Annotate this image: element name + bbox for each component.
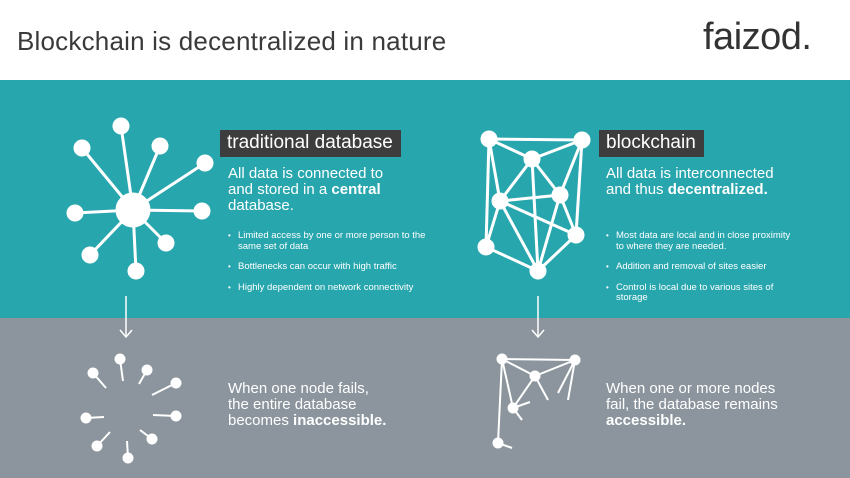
traditional-outcome: When one node fails, the entire database… bbox=[228, 381, 428, 429]
central-server-node bbox=[115, 192, 151, 228]
list-item: Most data are local and in close proximi… bbox=[606, 230, 796, 252]
client-node bbox=[112, 117, 130, 135]
traditional-database-label: traditional database bbox=[220, 130, 401, 157]
decentralized-network-diagram bbox=[477, 130, 591, 280]
brand-logo: faizod. bbox=[703, 16, 812, 58]
central-emphasis: central bbox=[331, 181, 381, 198]
traditional-outcome-line: When one node fails, bbox=[228, 380, 369, 397]
traditional-outcome-line: becomes inaccessible. bbox=[228, 412, 387, 429]
peer-node bbox=[551, 186, 569, 204]
failed-centralized-network-diagram bbox=[80, 353, 182, 464]
client-node bbox=[66, 204, 84, 222]
peer-node bbox=[523, 150, 541, 168]
inaccessible-emphasis: inaccessible. bbox=[293, 412, 387, 429]
blockchain-description: All data is interconnected and thus dece… bbox=[606, 166, 826, 198]
page-title: Blockchain is decentralized in nature bbox=[17, 26, 447, 56]
peer-node bbox=[491, 192, 509, 210]
client-node bbox=[193, 202, 211, 220]
client-node bbox=[157, 234, 175, 252]
header: Blockchain is decentralized in nature fa… bbox=[0, 0, 850, 80]
blockchain-outcome-line: accessible. bbox=[606, 413, 826, 429]
list-item: Highly dependent on network connectivity bbox=[228, 282, 428, 294]
surviving-decentralized-network-diagram bbox=[492, 353, 581, 449]
accessible-emphasis: accessible. bbox=[606, 412, 687, 429]
peer-node bbox=[529, 262, 547, 280]
client-node bbox=[73, 139, 91, 157]
client-node bbox=[81, 246, 99, 264]
client-node bbox=[151, 137, 169, 155]
down-arrow-icon bbox=[119, 296, 133, 339]
list-item: Bottlenecks can occur with high traffic bbox=[228, 261, 428, 273]
list-item: Limited access by one or more person to … bbox=[228, 230, 428, 252]
blockchain-outcome: When one or more nodes fail, the databas… bbox=[606, 381, 826, 429]
blockchain-description-line: All data is interconnected bbox=[606, 165, 774, 182]
client-node bbox=[127, 262, 145, 280]
blockchain-outcome-line: fail, the database remains bbox=[606, 396, 778, 413]
peer-node bbox=[573, 131, 591, 149]
client-node bbox=[196, 154, 214, 172]
blockchain-bullet-list: Most data are local and in close proximi… bbox=[606, 230, 796, 314]
decentralized-emphasis: decentralized. bbox=[667, 181, 768, 198]
peer-node bbox=[477, 238, 495, 256]
peer-node bbox=[567, 226, 585, 244]
blockchain-description-line: and thus decentralized. bbox=[606, 181, 768, 198]
list-item: Control is local due to various sites of… bbox=[606, 282, 796, 304]
blockchain-label: blockchain bbox=[599, 130, 704, 157]
traditional-description-line: All data is connected to bbox=[228, 165, 384, 182]
down-arrow-icon bbox=[531, 296, 545, 339]
peer-node bbox=[480, 130, 498, 148]
blockchain-outcome-line: When one or more nodes bbox=[606, 380, 776, 397]
list-item: Addition and removal of sites easier bbox=[606, 261, 796, 273]
traditional-bullet-list: Limited access by one or more person to … bbox=[228, 230, 428, 303]
traditional-description-line: database. bbox=[228, 197, 294, 214]
traditional-description-line: and stored in a central bbox=[228, 181, 381, 198]
traditional-description: All data is connected to and stored in a… bbox=[228, 166, 428, 214]
bottom-panel bbox=[0, 318, 850, 478]
centralized-network-diagram bbox=[66, 117, 214, 280]
traditional-outcome-line: the entire database bbox=[228, 396, 357, 413]
